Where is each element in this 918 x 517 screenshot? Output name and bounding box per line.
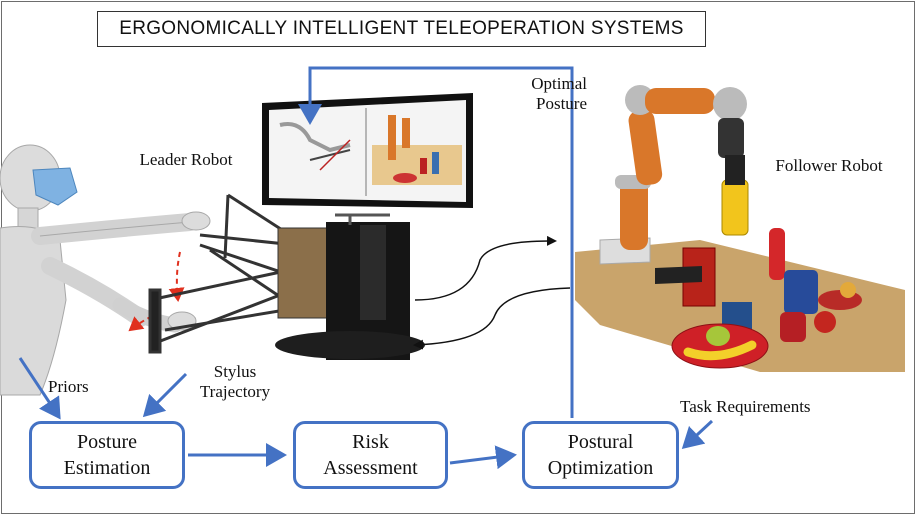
haptic-device-base — [275, 213, 425, 360]
stylus-trajectory-label: Stylus Trajectory — [185, 362, 285, 402]
posture-estimation-box: Posture Estimation — [29, 421, 185, 489]
stylus-path-arrow — [168, 251, 185, 302]
stylus-trajectory-arrow — [142, 372, 188, 418]
monitor — [262, 93, 473, 208]
postural-optimization-line2: Optimization — [547, 457, 654, 479]
optimal-posture-label: Optimal Posture — [487, 74, 587, 114]
optimal-posture-label-line2: Posture — [536, 94, 587, 113]
priors-arrow — [18, 357, 61, 420]
flow-arrows — [18, 66, 714, 470]
optimal-posture-label-line1: Optimal — [531, 74, 587, 93]
posture-estimation-line2: Estimation — [63, 457, 151, 479]
risk-to-optimization-arrow — [449, 445, 517, 470]
stylus-trajectory-label-line1: Stylus — [213, 362, 257, 381]
human-operator — [0, 144, 211, 396]
risk-assessment-line2: Assessment — [323, 457, 418, 479]
optimal-posture-feedback-arrow — [298, 66, 574, 418]
postural-optimization-box: Postural Optimization — [522, 421, 679, 489]
leader-robot-label: Leader Robot — [139, 150, 233, 169]
risk-assessment-box: Risk Assessment — [293, 421, 448, 489]
task-requirements-label: Task Requirements — [680, 397, 811, 416]
face-mask-icon — [32, 167, 78, 206]
follower-robot-label: Follower Robot — [775, 156, 883, 175]
risk-assessment-line1: Risk — [352, 431, 389, 453]
communication-arrows — [413, 235, 571, 350]
postural-optimization-line1: Postural — [567, 431, 634, 453]
diagram-title: ERGONOMICALLY INTELLIGENT TELEOPERATION … — [97, 11, 706, 47]
priors-label: Priors — [48, 377, 89, 396]
posture-estimation-line1: Posture — [76, 431, 137, 453]
stylus-trajectory-label-line2: Trajectory — [199, 382, 271, 401]
follower-robot-scene — [575, 85, 905, 372]
task-requirements-arrow — [681, 419, 714, 450]
